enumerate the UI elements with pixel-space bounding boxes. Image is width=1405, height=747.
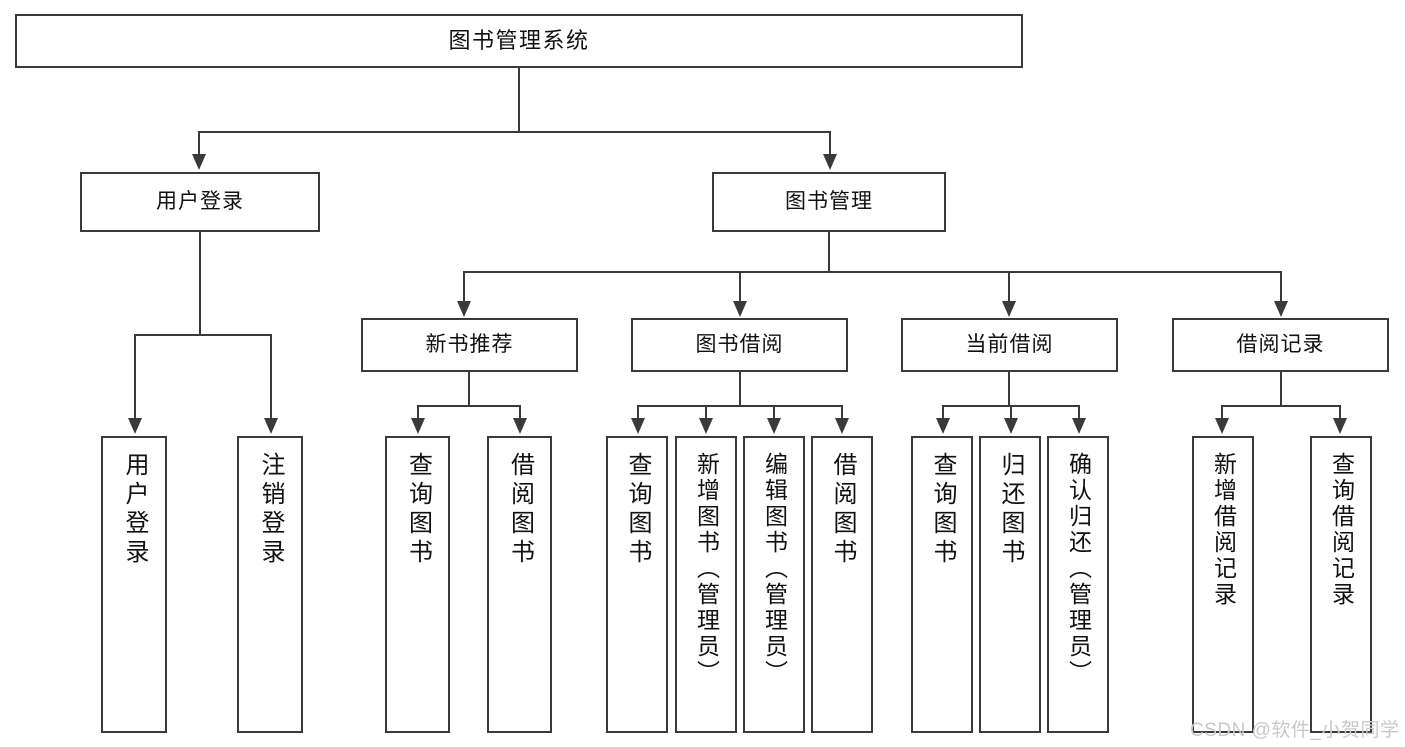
node-label: 归还图书 — [997, 452, 1024, 568]
arrowhead-leaf-logout — [264, 418, 278, 434]
connector-user-login-bar — [134, 334, 271, 336]
node-label: 查询图书 — [624, 452, 651, 568]
connector-borrowrecord-drop-2 — [1339, 405, 1341, 420]
node-current-borrow[interactable]: 当前借阅 — [901, 318, 1118, 372]
leaf-query-book-borrow[interactable]: 查询图书 — [606, 436, 668, 733]
node-root-library-system[interactable]: 图书管理系统 — [15, 14, 1023, 68]
arrowhead-borrow-record — [1274, 301, 1288, 317]
node-label: 新增图书（管理员） — [693, 452, 720, 686]
node-book-borrow[interactable]: 图书借阅 — [631, 318, 848, 372]
node-book-management[interactable]: 图书管理 — [712, 172, 946, 232]
arrowhead-bookborrow-leaf-1 — [631, 418, 645, 434]
node-label: 借阅记录 — [1236, 332, 1325, 356]
arrowhead-borrowrecord-leaf-2 — [1333, 418, 1347, 434]
watermark-text: CSDN @软件_小贺同学 — [1190, 720, 1400, 741]
arrowhead-bookborrow-leaf-4 — [835, 418, 849, 434]
connector-bookborrow-drop-2 — [705, 405, 707, 420]
leaf-return-book[interactable]: 归还图书 — [979, 436, 1041, 733]
leaf-confirm-return-admin[interactable]: 确认归还（管理员） — [1047, 436, 1109, 733]
node-label: 查询借阅记录 — [1328, 452, 1355, 608]
connector-bookborrow-stem — [739, 372, 741, 405]
node-label: 查询图书 — [929, 452, 956, 568]
connector-bookborrow-bar — [637, 405, 843, 407]
connector-recommend-drop-2 — [519, 405, 521, 420]
node-label: 图书借阅 — [695, 332, 784, 356]
leaf-edit-book-admin[interactable]: 编辑图书（管理员） — [743, 436, 805, 733]
arrowhead-borrowrecord-leaf-1 — [1215, 418, 1229, 434]
node-borrow-record[interactable]: 借阅记录 — [1172, 318, 1389, 372]
connector-l3-drop-3 — [1008, 271, 1010, 303]
connector-bookborrow-drop-3 — [773, 405, 775, 420]
node-label: 编辑图书（管理员） — [761, 452, 788, 686]
connector-user-login-drop-2 — [270, 334, 272, 420]
arrowhead-currentborrow-leaf-3 — [1072, 418, 1086, 434]
arrowhead-recommend-leaf-1 — [411, 418, 425, 434]
node-label: 用户登录 — [156, 189, 244, 213]
node-label: 用户登录 — [121, 452, 148, 568]
leaf-query-borrow-record[interactable]: 查询借阅记录 — [1310, 436, 1372, 733]
leaf-borrow-book-recommend[interactable]: 借阅图书 — [487, 436, 552, 733]
connector-currentborrow-stem — [1008, 372, 1010, 405]
arrowhead-book-borrow — [733, 301, 747, 317]
node-label: 查询图书 — [404, 452, 432, 568]
node-label: 借阅图书 — [829, 452, 856, 568]
node-label: 新书推荐 — [425, 332, 514, 356]
connector-root-drop-left — [198, 131, 200, 156]
connector-user-login-drop-1 — [134, 334, 136, 420]
leaf-add-book-admin[interactable]: 新增图书（管理员） — [675, 436, 737, 733]
node-user-login[interactable]: 用户登录 — [80, 172, 320, 232]
leaf-borrow-book[interactable]: 借阅图书 — [811, 436, 873, 733]
node-label: 注销登录 — [257, 452, 284, 568]
connector-bookborrow-drop-4 — [841, 405, 843, 420]
arrowhead-book-manage — [823, 154, 837, 170]
leaf-add-borrow-record[interactable]: 新增借阅记录 — [1192, 436, 1254, 733]
node-label: 图书管理系统 — [448, 28, 590, 54]
connector-currentborrow-drop-1 — [942, 405, 944, 420]
connector-book-manage-bar — [463, 271, 1281, 273]
node-label: 确认归还（管理员） — [1065, 452, 1092, 686]
arrowhead-bookborrow-leaf-3 — [767, 418, 781, 434]
connector-root-drop-right — [829, 131, 831, 156]
arrowhead-currentborrow-leaf-2 — [1004, 418, 1018, 434]
arrowhead-currentborrow-leaf-1 — [936, 418, 950, 434]
arrowhead-bookborrow-leaf-2 — [699, 418, 713, 434]
arrowhead-user-login — [192, 154, 206, 170]
connector-bookborrow-drop-1 — [637, 405, 639, 420]
connector-borrowrecord-drop-1 — [1221, 405, 1223, 420]
connector-user-login-stem — [199, 232, 201, 334]
connector-currentborrow-drop-2 — [1010, 405, 1012, 420]
arrowhead-new-book-recommend — [457, 301, 471, 317]
node-label: 图书管理 — [785, 189, 873, 213]
node-label: 当前借阅 — [965, 332, 1054, 356]
leaf-query-book-recommend[interactable]: 查询图书 — [385, 436, 450, 733]
connector-l3-drop-1 — [463, 271, 465, 303]
connector-l3-drop-4 — [1280, 271, 1282, 303]
connector-borrowrecord-stem — [1280, 372, 1282, 405]
connector-root-bar — [198, 131, 830, 133]
connector-borrowrecord-bar — [1221, 405, 1341, 407]
connector-recommend-drop-1 — [417, 405, 419, 420]
arrowhead-leaf-user-login — [128, 418, 142, 434]
leaf-logout[interactable]: 注销登录 — [237, 436, 303, 733]
node-new-book-recommend[interactable]: 新书推荐 — [361, 318, 578, 372]
connector-l3-drop-2 — [739, 271, 741, 303]
arrowhead-recommend-leaf-2 — [513, 418, 527, 434]
connector-book-manage-stem — [828, 232, 830, 271]
connector-currentborrow-drop-3 — [1078, 405, 1080, 420]
connector-root-stem — [518, 68, 520, 131]
connector-recommend-bar — [417, 405, 520, 407]
node-label: 借阅图书 — [506, 452, 534, 568]
leaf-query-book-current[interactable]: 查询图书 — [911, 436, 973, 733]
leaf-user-login[interactable]: 用户登录 — [101, 436, 167, 733]
arrowhead-current-borrow — [1002, 301, 1016, 317]
connector-recommend-stem — [468, 372, 470, 405]
node-label: 新增借阅记录 — [1210, 452, 1237, 608]
